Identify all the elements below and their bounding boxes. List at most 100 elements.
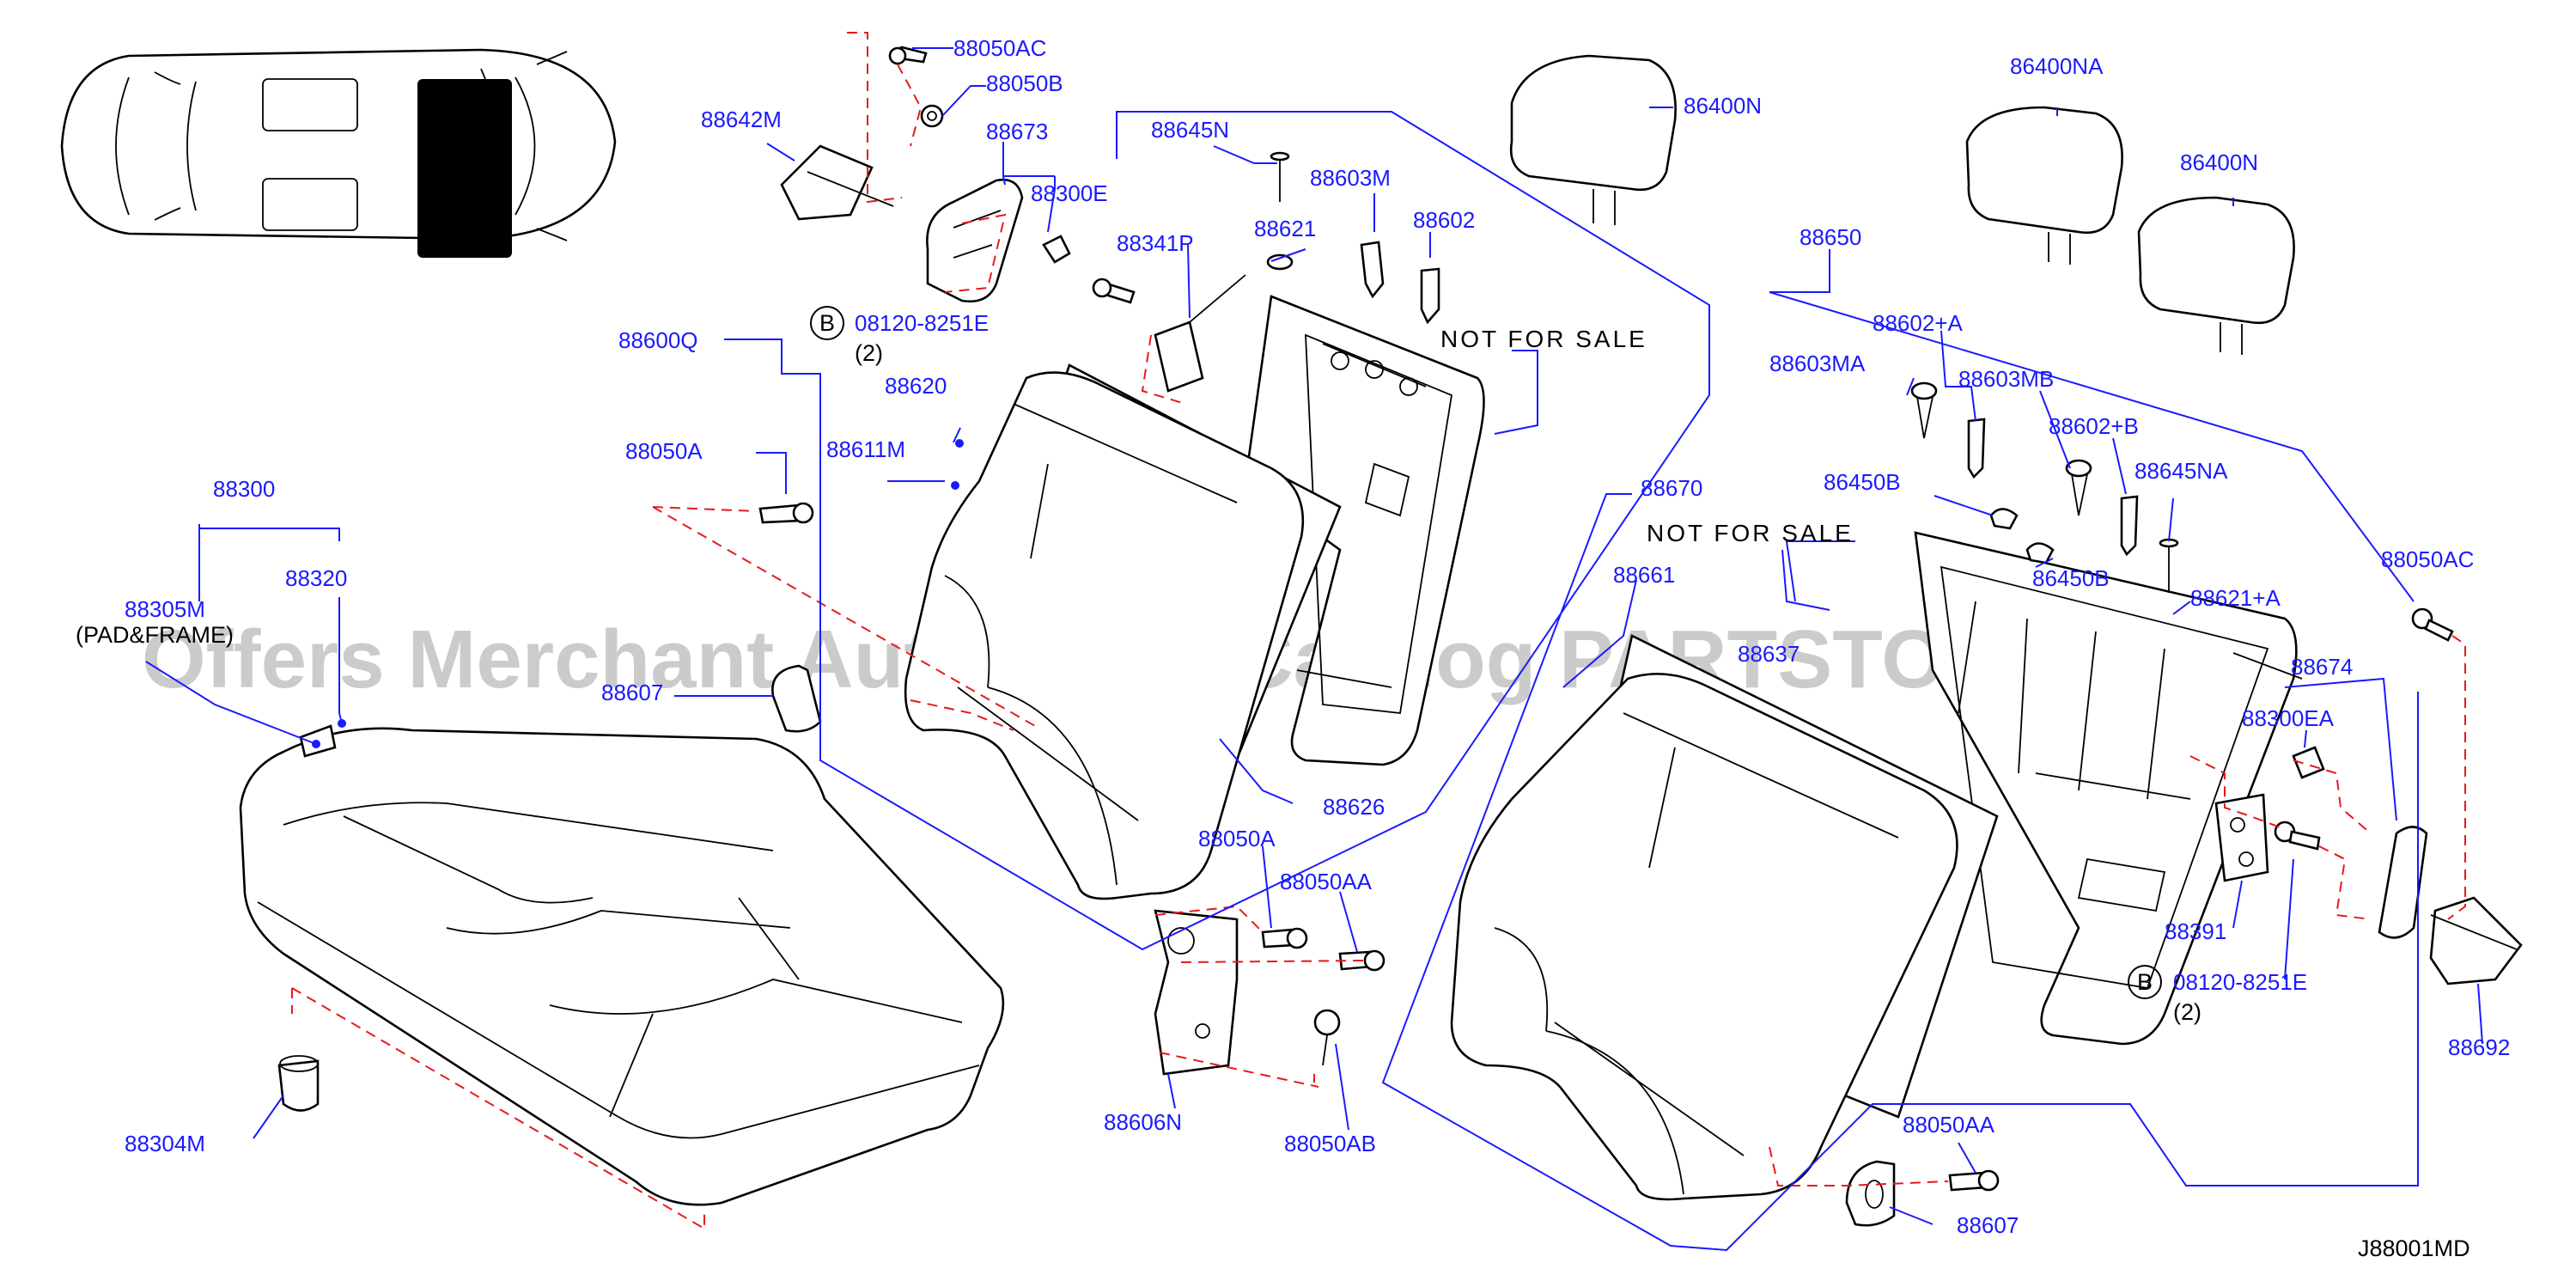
label-88642M: 88642M (701, 107, 782, 132)
label-88602: 88602 (1413, 207, 1475, 233)
label-86400NA: 86400NA (2010, 53, 2104, 79)
nut-88050B (920, 104, 944, 128)
guide-88603MA (1910, 381, 1938, 439)
label-88607-right: 88607 (1957, 1212, 2019, 1238)
clip-88300E (1042, 235, 1071, 264)
guide-88621 (1266, 253, 1294, 271)
armrest-cover-88673 (926, 178, 1024, 303)
bolt-symbol-left: B (819, 310, 835, 336)
bolt-88050AA-right (1948, 1169, 2000, 1192)
label-88606N: 88606N (1104, 1109, 1182, 1135)
clip-88300EA (2292, 746, 2325, 779)
label-88670: 88670 (1641, 475, 1702, 501)
diagram-code: J88001MD (2358, 1235, 2470, 1261)
bolt-08120-left (1092, 278, 1136, 304)
assembly-dashed-lines (291, 32, 2466, 1230)
seat-cushion-88300 (239, 727, 1005, 1206)
seat-hook-88304M (277, 1055, 320, 1112)
bracket-88692 (2429, 896, 2523, 985)
clip-88620 (951, 439, 964, 490)
bracket-88642M (780, 144, 894, 221)
label-86400N-left: 86400N (1684, 93, 1762, 119)
label-88300: 88300 (213, 476, 275, 502)
guide-88602B (2120, 495, 2139, 557)
label-88050B: 88050B (986, 70, 1063, 96)
bolt-08120-right (2274, 821, 2321, 851)
label-88603M: 88603M (1310, 165, 1391, 191)
label-bolt-left: 08120-8251E (855, 310, 989, 336)
label-88300E: 88300E (1031, 180, 1108, 206)
bolt-88050AC-top (888, 46, 928, 65)
label-88611M: 88611M (826, 436, 905, 462)
cushion-clips-88305M-88320 (299, 719, 346, 758)
label-88050AC-right: 88050AC (2381, 546, 2474, 572)
label-88603MA: 88603MA (1769, 351, 1866, 376)
label-86450B-a: 86450B (1824, 469, 1901, 495)
label-88602B: 88602+B (2049, 413, 2139, 439)
bolt-symbol-right: B (2137, 969, 2153, 995)
label-88674: 88674 (2291, 654, 2353, 680)
highlighted-seat-area (417, 79, 512, 258)
leader-lines (145, 47, 2483, 1252)
label-86400N-right: 86400N (2180, 149, 2258, 175)
guide-88602 (1420, 267, 1440, 325)
bolt-symbol-circle-right (2128, 965, 2162, 999)
label-86450B-b: 86450B (2032, 565, 2110, 591)
cover-88607-left (771, 664, 822, 733)
label-bolt-right: 08120-8251E (2173, 969, 2307, 995)
label-88626: 88626 (1323, 794, 1385, 820)
headrest-86400NA (1965, 106, 2123, 265)
label-88050AC-top: 88050AC (953, 35, 1046, 61)
cover-88607-right (1845, 1160, 1896, 1227)
label-88341P: 88341P (1117, 230, 1194, 256)
pin-88645N (1270, 151, 1290, 202)
left-seatback-frame (1244, 295, 1485, 766)
label-88050AB: 88050AB (1284, 1131, 1376, 1156)
label-qty-right: (2) (2173, 999, 2201, 1025)
label-88673: 88673 (986, 119, 1048, 144)
label-88620: 88620 (885, 373, 947, 399)
headrest-86400N-right (2137, 196, 2295, 355)
bracket-88341P (1154, 274, 1246, 393)
label-88320: 88320 (285, 565, 347, 591)
label-88600Q: 88600Q (618, 327, 698, 353)
label-88050A-left: 88050A (625, 438, 703, 464)
label-88050AA-right: 88050AA (1903, 1112, 1995, 1138)
label-88645NA: 88645NA (2134, 458, 2228, 484)
left-seatback-cushion (904, 371, 1305, 900)
label-88603MB: 88603MB (1958, 366, 2054, 392)
part-labels: 88050AC 88050B 88642M 88673 88645N 88300… (76, 35, 2510, 1261)
label-qty-left: (2) (855, 340, 883, 366)
label-88645N: 88645N (1151, 117, 1229, 143)
label-pad-frame: (PAD&FRAME) (76, 622, 234, 648)
label-88621: 88621 (1254, 216, 1316, 241)
not-for-sale-right: NOT FOR SALE (1647, 520, 1854, 546)
label-88305M: 88305M (125, 596, 205, 622)
label-88300EA: 88300EA (2242, 705, 2335, 731)
car-topview-icon (60, 48, 617, 258)
pin-88645NA (2159, 538, 2179, 593)
bolt-88050A-mid (1261, 927, 1308, 949)
label-88602A: 88602+A (1873, 310, 1963, 336)
label-88692: 88692 (2448, 1034, 2510, 1060)
label-88391: 88391 (2165, 918, 2226, 944)
label-88050A-mid: 88050A (1198, 826, 1276, 851)
pin-88050AB (1313, 1009, 1341, 1066)
label-88304M: 88304M (125, 1131, 205, 1156)
guide-88602A (1967, 418, 1986, 479)
bolt-symbol-circle-left (810, 306, 844, 340)
bolt-88050AC-right (2411, 607, 2454, 642)
label-88050AA-mid: 88050AA (1280, 869, 1373, 894)
cover-88674 (2378, 826, 2428, 939)
right-seatback-cushion (1450, 673, 1958, 1201)
label-88661: 88661 (1613, 562, 1675, 588)
clip-86450B-a (1989, 508, 2019, 530)
headrest-86400N-left (1509, 54, 1677, 225)
hinge-88606N (1154, 909, 1239, 1076)
guide-88603MB (2065, 459, 2092, 516)
label-886x7: 88637 (1738, 641, 1800, 667)
not-for-sale-left: NOT FOR SALE (1440, 326, 1647, 352)
bracket-88391 (2214, 793, 2269, 882)
label-88650: 88650 (1800, 224, 1861, 250)
